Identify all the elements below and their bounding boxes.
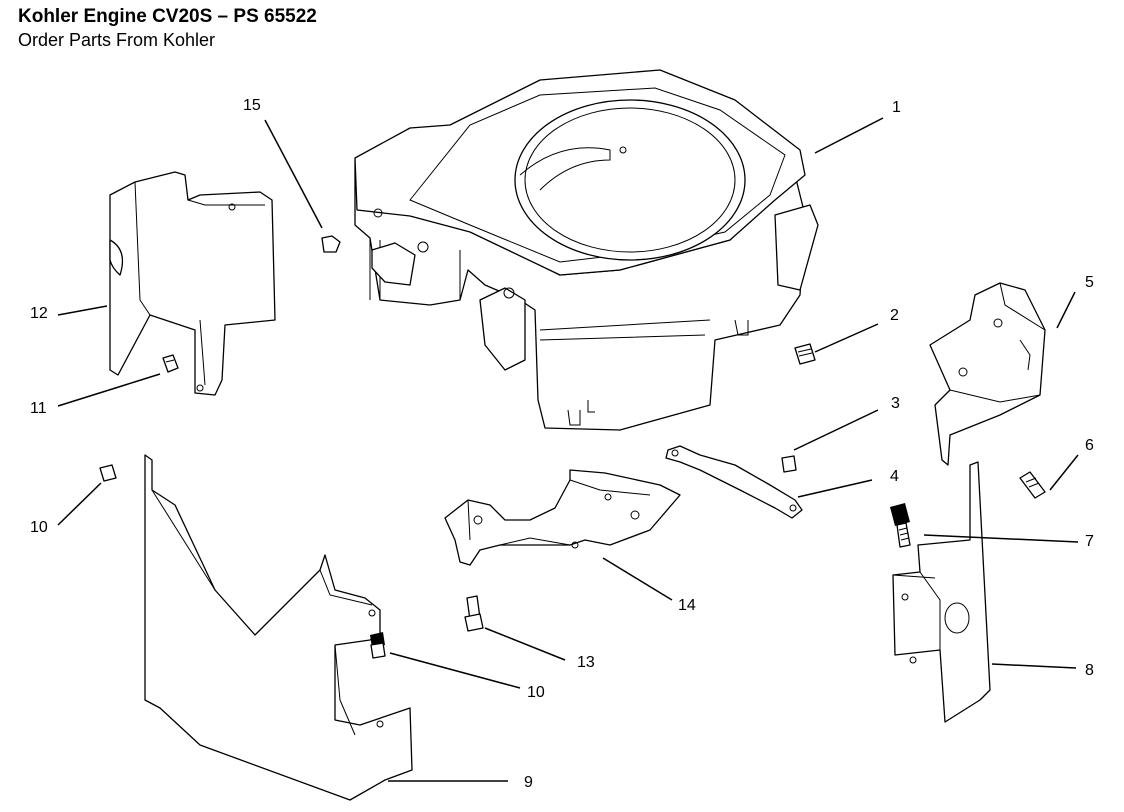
screw-part-10-lower: [370, 632, 386, 659]
leader-line-4: [797, 479, 873, 498]
leader-line-7: [923, 534, 1079, 543]
bracket-part-14: [444, 469, 681, 566]
leader-line-10-lower: [389, 652, 521, 689]
callout-9: 9: [524, 774, 533, 791]
callout-2: 2: [890, 307, 899, 324]
leader-line-5: [1056, 291, 1076, 329]
callout-3: 3: [891, 395, 900, 412]
callout-6: 6: [1085, 437, 1094, 454]
leader-line-8: [991, 663, 1077, 669]
screw-part-6: [1019, 471, 1046, 499]
leader-line-14: [602, 557, 673, 601]
leader-line-11: [57, 373, 161, 407]
screw-part-10-upper: [99, 464, 117, 482]
leader-line-10-upper: [57, 482, 102, 526]
shield-part-8: [892, 461, 991, 723]
bolt-part-7: [890, 503, 911, 548]
callout-14: 14: [678, 597, 696, 614]
leader-line-12: [57, 305, 108, 316]
callout-5: 5: [1085, 274, 1094, 291]
diagram-subtitle: Order Parts From Kohler: [18, 30, 216, 50]
shroud-part-12: [109, 171, 276, 396]
callout-13: 13: [577, 654, 595, 671]
screw-part-11: [162, 354, 179, 373]
blower-housing-part-1: [354, 69, 819, 431]
callout-11: 11: [30, 400, 47, 417]
screw-part-3: [781, 455, 797, 473]
leader-line-13: [484, 627, 566, 661]
diagram-title: Kohler Engine CV20S – PS 65522: [18, 6, 317, 27]
callout-8: 8: [1085, 662, 1094, 679]
callout-4: 4: [890, 468, 899, 485]
leader-lines: [57, 117, 1079, 782]
callout-1: 1: [892, 99, 901, 116]
callout-10-lower: 10: [527, 684, 545, 701]
callout-15: 15: [243, 97, 261, 114]
screw-part-2: [794, 343, 816, 365]
baffle-part-5: [929, 282, 1046, 466]
bracket-part-4: [665, 445, 803, 519]
callout-labels: 1 2 3 4 5 6 7 8 9 10 10 11 12 13 14 15: [30, 97, 1094, 791]
leader-line-15: [264, 119, 323, 229]
plug-part-15: [321, 235, 341, 253]
callout-10-upper: 10: [30, 519, 48, 536]
callout-7: 7: [1085, 533, 1094, 550]
leader-line-2: [814, 323, 879, 353]
leader-line-1: [814, 117, 884, 154]
bolt-part-13: [464, 595, 484, 632]
leader-line-6: [1049, 454, 1079, 491]
callout-12: 12: [30, 305, 48, 322]
leader-line-3: [793, 409, 879, 451]
shroud-part-9: [144, 454, 413, 801]
